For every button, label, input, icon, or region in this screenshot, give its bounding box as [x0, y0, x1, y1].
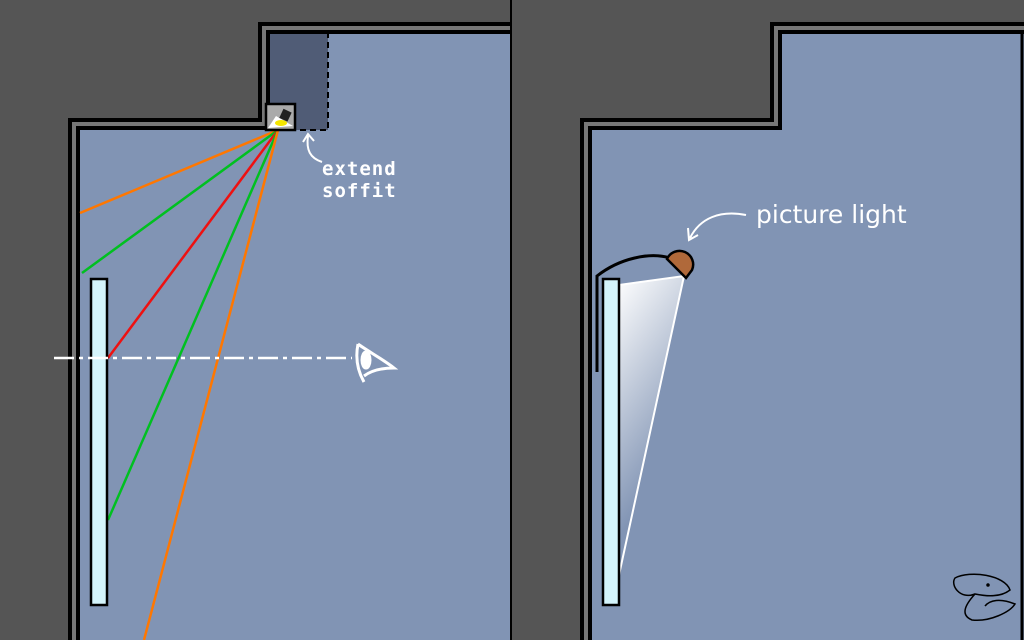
- ray-green-lower: [106, 129, 280, 521]
- light-rays: [79, 128, 280, 640]
- annotation-arrow: [302, 132, 323, 163]
- left-panel: [54, 22, 510, 640]
- annotation-line-1: extend: [322, 158, 397, 180]
- right-panel: [580, 22, 1024, 640]
- eye-icon: [355, 342, 399, 383]
- right-room-floor: [592, 34, 1024, 640]
- ceiling-light-fixture: [264, 102, 297, 132]
- soffit-dashed-outline: [270, 34, 329, 131]
- left-wall: [68, 22, 510, 640]
- annotation-line-2: soffit: [322, 180, 397, 202]
- picture-light-arm: [595, 254, 671, 372]
- ray-orange-upper: [79, 128, 279, 215]
- ray-green-upper: [81, 128, 279, 275]
- left-room-floor: [80, 34, 510, 640]
- ray-orange-lower: [142, 129, 280, 640]
- mirror-right: [601, 277, 621, 607]
- ray-red: [106, 129, 280, 359]
- signature-scribble: [953, 573, 1017, 621]
- annotation-arrow-right: [687, 212, 747, 242]
- mirror-left: [89, 277, 109, 607]
- right-wall: [580, 22, 1024, 640]
- annotation-picture-light: picture light: [756, 200, 907, 229]
- annotation-extend-soffit: extend soffit: [322, 158, 397, 202]
- picture-light-head: [665, 249, 695, 280]
